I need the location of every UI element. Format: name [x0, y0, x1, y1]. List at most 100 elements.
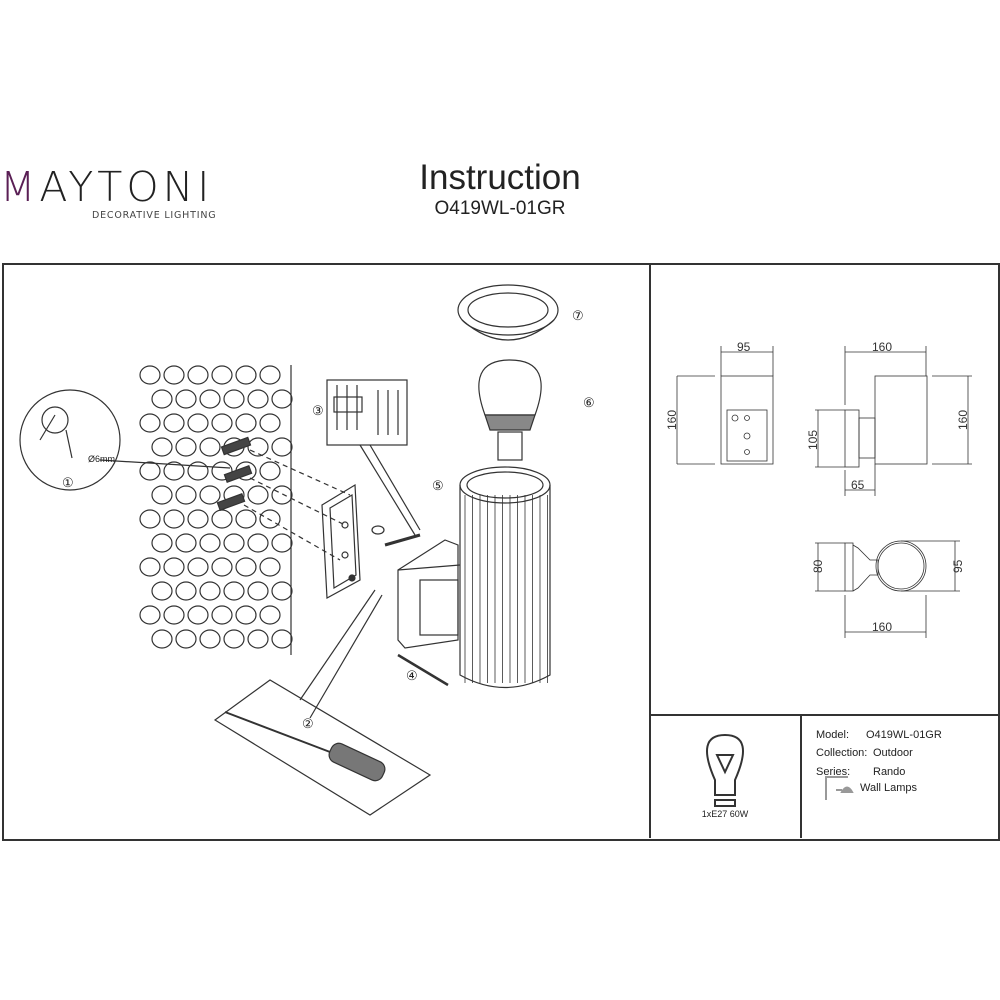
wall-stone [139, 557, 161, 577]
wall-stone [175, 533, 197, 553]
lamp-bracket: ④ [397, 539, 461, 687]
dim-top-width: 160 [872, 620, 892, 634]
wall-stone [235, 365, 257, 385]
wall-stone [235, 557, 257, 577]
wall-stone [199, 437, 221, 457]
dim-side-width: 160 [872, 340, 892, 354]
wall-stone [139, 365, 161, 385]
lamp-type: Wall Lamps [860, 782, 918, 794]
front-view-drawing: 95 160 [665, 340, 774, 465]
wall-stone [187, 509, 209, 529]
wall-stone [187, 557, 209, 577]
dim-side-height: 160 [956, 410, 970, 430]
wall-stone [259, 365, 281, 385]
wall-anchors [216, 436, 253, 511]
wall-stone [247, 389, 269, 409]
page-title: Instruction [419, 158, 581, 197]
lamp-body [459, 466, 551, 689]
wall-stone [211, 509, 233, 529]
wall-stone [151, 437, 173, 457]
dim-front-width: 95 [737, 340, 751, 354]
wall-stone [235, 605, 257, 625]
wall-stone [223, 629, 245, 649]
wall-stone [211, 413, 233, 433]
wall-stone [139, 605, 161, 625]
lamp-cover: ⑦ [457, 284, 584, 341]
wall-stone [187, 413, 209, 433]
wall-lamp-icon [825, 776, 854, 800]
brand-logo: MAYTONI DECORATIVE LIGHTING [0, 163, 222, 221]
wall-stone [235, 413, 257, 433]
wall-stone [163, 413, 185, 433]
dim-mount-depth: 65 [851, 478, 865, 492]
wall-stone [175, 389, 197, 409]
wall-stone [175, 629, 197, 649]
model-code: O419WL-01GR [434, 198, 566, 219]
wall-stone [271, 533, 293, 553]
terminal-block-detail: ③ [312, 379, 421, 536]
wall-stone [271, 485, 293, 505]
wall-stone [163, 461, 185, 481]
wall-stone [247, 629, 269, 649]
wall-stone-pattern [139, 365, 293, 649]
collection-label: Collection: [816, 747, 867, 759]
drill-detail: Ø6mm ① [19, 389, 231, 491]
series-value: Rando [873, 766, 905, 778]
drill-diameter-label: Ø6mm [88, 454, 115, 464]
wall-stone [187, 365, 209, 385]
dim-mount-height: 105 [806, 430, 820, 450]
wall-stone [271, 389, 293, 409]
side-view-drawing: 160 160 105 65 [806, 340, 972, 496]
dim-front-height: 160 [665, 410, 679, 430]
wall-stone [211, 461, 233, 481]
step-2-label: ② [302, 716, 314, 731]
step-4-label: ④ [406, 668, 418, 683]
bulb-icon [706, 733, 744, 807]
wall-stone [259, 605, 281, 625]
wall-stone [199, 485, 221, 505]
wall-stone [211, 605, 233, 625]
top-view-drawing: 80 95 160 [811, 540, 965, 638]
wall-stone [139, 413, 161, 433]
wall-stone [199, 389, 221, 409]
step-1-label: ① [62, 475, 74, 490]
wall-stone [259, 509, 281, 529]
wall-stone [271, 581, 293, 601]
mounting-plate [321, 483, 421, 599]
wall-stone [271, 629, 293, 649]
wall-stone [199, 533, 221, 553]
wall-stone [247, 437, 269, 457]
wall-stone [247, 533, 269, 553]
dim-top-diameter: 95 [951, 559, 965, 573]
wall-stone [163, 557, 185, 577]
instruction-frame [2, 263, 1000, 841]
step-6-label: ⑥ [583, 395, 595, 410]
wall-stone [259, 557, 281, 577]
wall-stone [163, 605, 185, 625]
wall-stone [223, 389, 245, 409]
collection-value: Outdoor [873, 747, 913, 759]
wall-stone [151, 581, 173, 601]
wall-stone [151, 485, 173, 505]
wall-stone [151, 533, 173, 553]
wall-stone [223, 581, 245, 601]
wall-stone [199, 581, 221, 601]
brand-name: MAYTONI [0, 163, 214, 211]
step-7-label: ⑦ [572, 308, 584, 323]
wall-stone [151, 389, 173, 409]
wall-stone [175, 485, 197, 505]
wall-stone [163, 509, 185, 529]
wall-stone [211, 557, 233, 577]
dim-top-mount: 80 [811, 559, 825, 573]
wall-stone [187, 461, 209, 481]
wall-stone [211, 365, 233, 385]
wall-stone [247, 581, 269, 601]
wall-stone [175, 437, 197, 457]
model-label: Model: [816, 729, 849, 741]
wall-stone [259, 413, 281, 433]
wall-stone [175, 581, 197, 601]
wall-stone [139, 509, 161, 529]
step-5-label: ⑤ [432, 478, 444, 493]
bulb: ⑥ [478, 359, 595, 461]
